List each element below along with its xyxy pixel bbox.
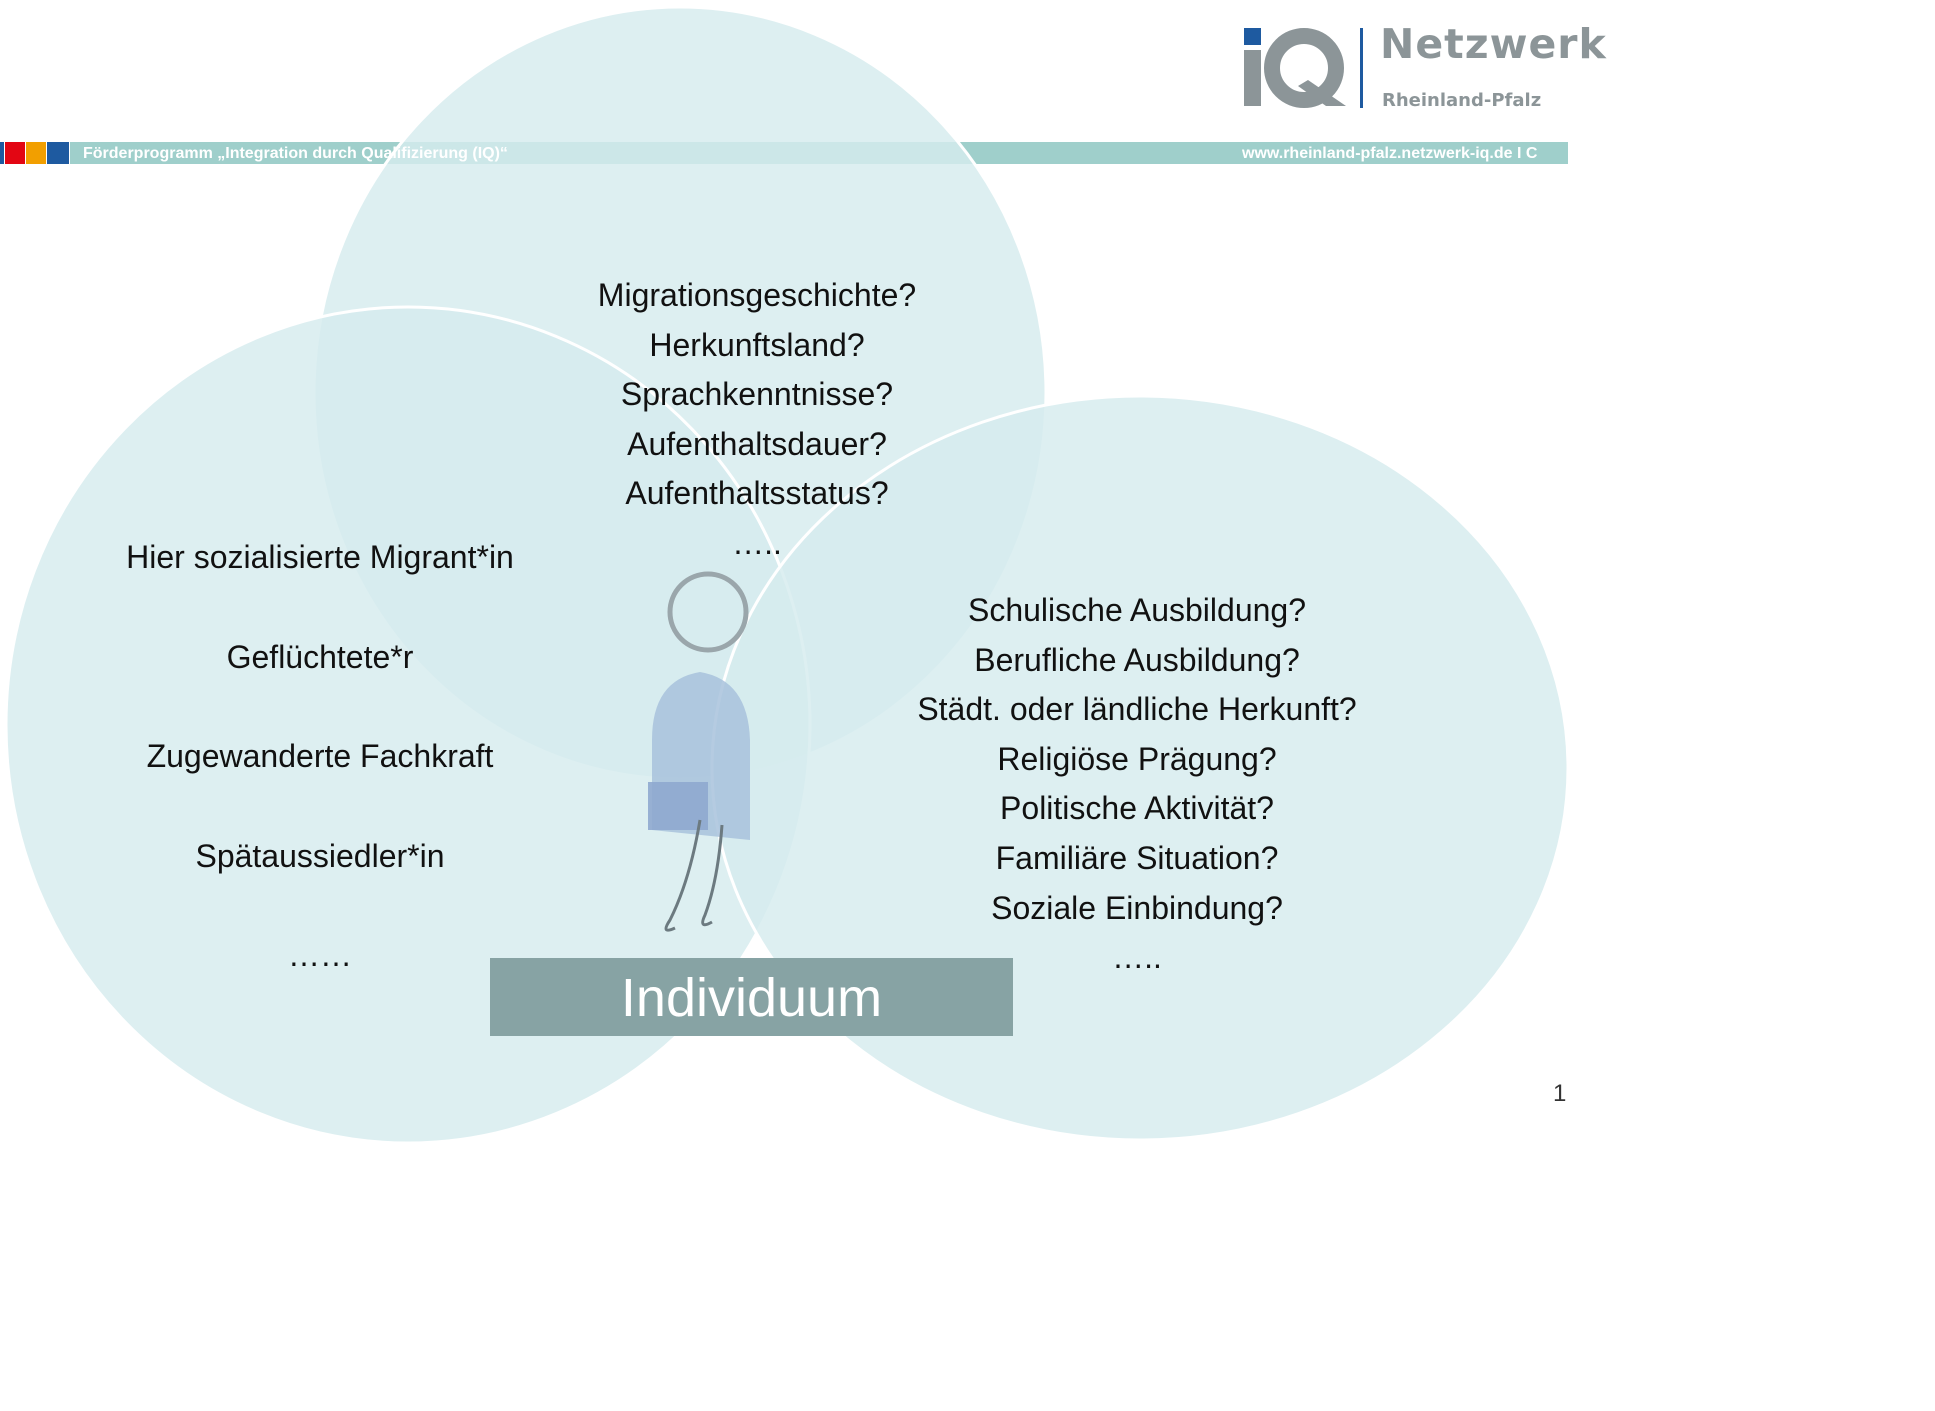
top-circle-list: Migrationsgeschichte? Herkunftsland? Spr… xyxy=(557,271,957,569)
list-item: …… xyxy=(288,937,352,973)
list-item: Herkunftsland? xyxy=(649,326,865,363)
list-item: Familiäre Situation? xyxy=(995,839,1279,876)
right-circle-list: Schulische Ausbildung? Berufliche Ausbil… xyxy=(887,586,1387,983)
list-item: Soziale Einbindung? xyxy=(991,889,1283,926)
left-circle-list: Hier sozialisierte Migrant*in Geflüchtet… xyxy=(60,532,580,1030)
logo-divider xyxy=(1360,28,1363,108)
list-item: Sprachkenntnisse? xyxy=(620,376,894,413)
person-figure-icon xyxy=(648,571,750,932)
header-stripe-blue xyxy=(47,142,69,164)
list-item: Aufenthaltsdauer? xyxy=(627,425,887,462)
website-link[interactable]: www.rheinland-pfalz.netzwerk-iq.de I C xyxy=(1242,145,1538,162)
list-item: Geflüchtete*r xyxy=(226,638,414,675)
list-item: Schulische Ausbildung? xyxy=(967,592,1306,628)
list-item: Hier sozialisierte Migrant*in xyxy=(126,539,514,575)
list-item: Religiöse Prägung? xyxy=(997,740,1277,777)
header-stripe-red xyxy=(5,142,25,164)
list-item: Migrationsgeschichte? xyxy=(597,277,917,313)
list-item: Aufenthaltsstatus? xyxy=(625,475,889,512)
list-item: Politische Aktivität? xyxy=(1000,790,1274,827)
logo-brand-text: Netzwerk xyxy=(1380,20,1607,68)
list-item: Zugewanderte Fachkraft xyxy=(146,738,494,774)
iq-logo-icon xyxy=(1244,28,1346,108)
individuum-label: Individuum xyxy=(490,958,1013,1036)
list-item: Berufliche Ausbildung? xyxy=(974,641,1300,678)
list-item: Spätaussiedler*in xyxy=(195,837,445,874)
page-number: 1 xyxy=(1553,1080,1567,1107)
program-title: Förderprogramm „Integration durch Qualif… xyxy=(83,145,508,162)
list-item: ….. xyxy=(732,524,782,561)
header-stripe-orange xyxy=(26,142,46,164)
header-stripe-edge xyxy=(0,142,4,164)
logo-region-text: Rheinland-Pfalz xyxy=(1382,90,1542,111)
venn-diagram-background xyxy=(0,5,1568,1143)
list-item: ….. xyxy=(1112,939,1162,976)
list-item: Städt. oder ländliche Herkunft? xyxy=(917,691,1357,728)
